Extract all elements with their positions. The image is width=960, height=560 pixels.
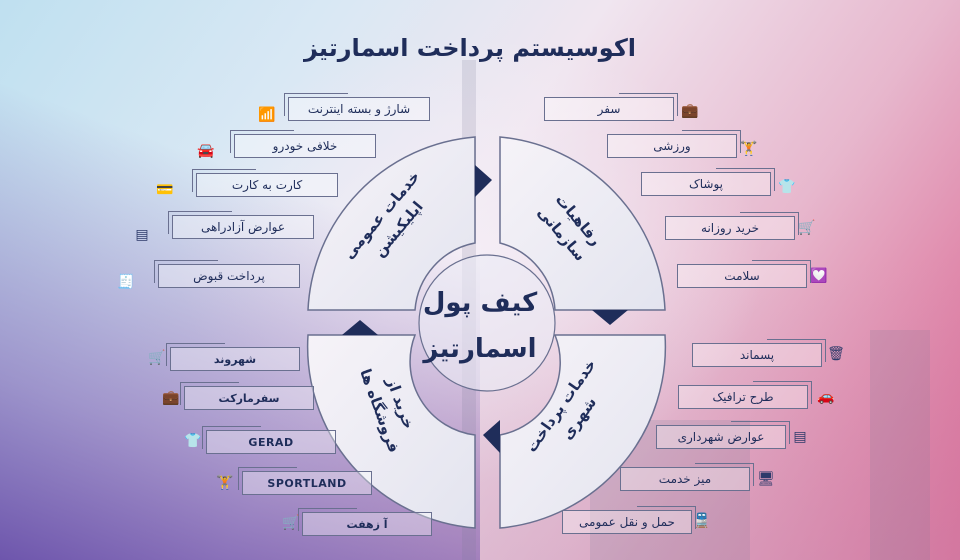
service-item[interactable]: پرداخت قبوض (154, 260, 300, 288)
store-item[interactable]: GERAD (202, 426, 336, 454)
suitcase-icon: 💼 (162, 390, 180, 406)
quadrant-bottom-left (306, 334, 476, 529)
dumbbell-icon: 🏋 (216, 475, 234, 491)
arrow-up-icon (342, 320, 378, 335)
desk-icon: 🖥 (757, 471, 775, 487)
card-icon: 💳 (156, 182, 174, 198)
trash-icon: 🗑 (827, 346, 845, 362)
service-item[interactable]: پوشاک (641, 168, 775, 196)
service-item[interactable]: حمل و نقل عمومی (562, 506, 696, 534)
train-icon: 🚆 (693, 513, 711, 529)
center-title: کیف پول اسمارتیز (422, 288, 538, 364)
cart-icon: 🛒 (148, 350, 166, 366)
service-item[interactable]: سلامت (677, 260, 811, 288)
arrow-right-icon (475, 165, 492, 197)
service-item[interactable]: خلافی خودرو (230, 130, 376, 158)
service-item[interactable]: عوارض آزادراهی (168, 211, 314, 239)
service-item[interactable]: میز خدمت (620, 463, 754, 491)
service-item[interactable]: ورزشی (607, 130, 741, 158)
service-item[interactable]: خرید روزانه (665, 212, 799, 240)
store-item[interactable]: سفرمارکت (180, 382, 314, 410)
arrow-down-icon (592, 310, 628, 325)
clothing-icon: 👕 (778, 179, 796, 195)
dumbbell-icon: 🏋 (740, 141, 758, 157)
cart-icon: 🛒 (282, 515, 300, 531)
service-item[interactable]: سفر (544, 93, 678, 121)
receipt-icon: ▤ (793, 429, 807, 445)
quadrant-bottom-right (499, 334, 667, 529)
quadrant-top-right (499, 136, 666, 311)
receipt-icon: ▤ (135, 227, 149, 243)
service-item[interactable]: طرح ترافیک (678, 381, 812, 409)
arrow-left-icon (483, 420, 500, 453)
quadrant-top-left (307, 136, 476, 311)
service-item[interactable]: شارژ و بسته اینترنت (284, 93, 430, 121)
suitcase-icon: 💼 (681, 103, 699, 119)
store-item[interactable]: شهروند (166, 343, 300, 371)
page-title: اکوسیستم پرداخت اسمارتیز (303, 34, 637, 62)
car-icon: 🚘 (197, 143, 215, 159)
store-item[interactable]: آ زهفت (298, 508, 432, 536)
wallet-diagram (306, 136, 667, 529)
cars-icon: 🚗 (817, 389, 835, 405)
city-skyline (870, 330, 930, 560)
service-item[interactable]: پسماند (692, 339, 826, 367)
service-item[interactable]: عوارض شهرداری (656, 421, 790, 449)
store-item[interactable]: SPORTLAND (238, 467, 372, 495)
heart-plus-icon: 💟 (810, 268, 828, 284)
cart-icon: 🛒 (798, 220, 816, 236)
clothing-icon: 👕 (184, 433, 202, 449)
service-item[interactable]: کارت به کارت (192, 169, 338, 197)
wifi-icon: 📶 (258, 107, 276, 123)
bill-icon: 🧾 (117, 274, 135, 290)
